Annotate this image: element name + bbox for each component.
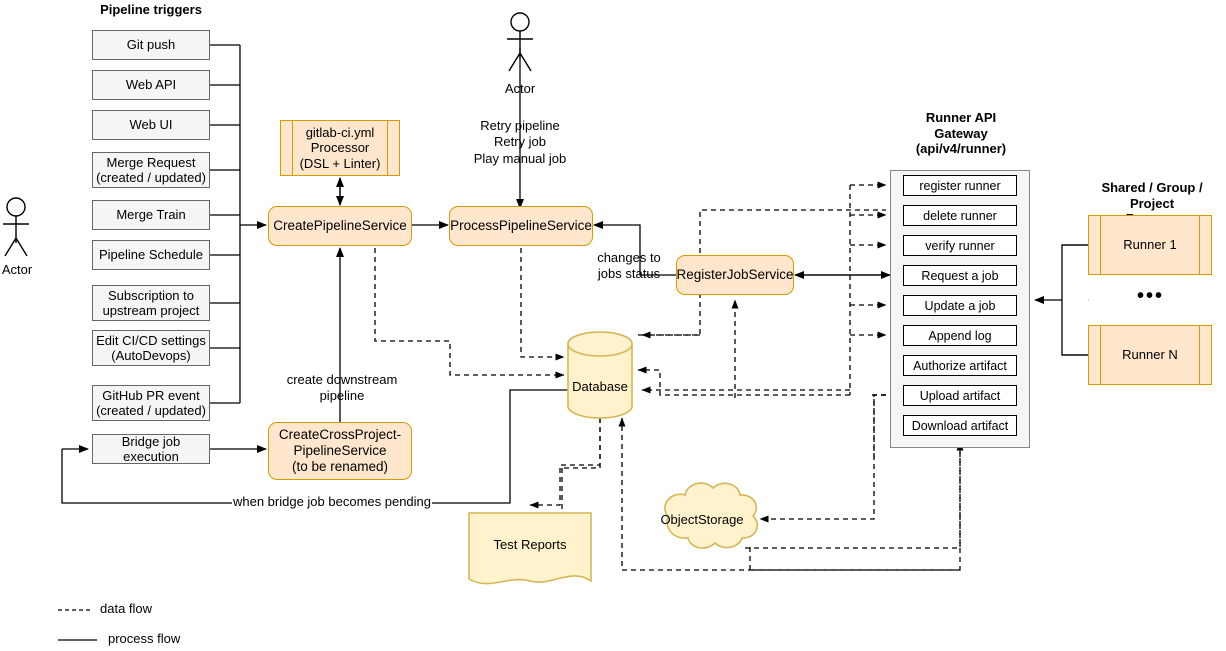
process-pipeline-service[interactable]: ProcessPipelineService: [449, 206, 593, 246]
component-left-bar: [292, 121, 293, 175]
component-left-bar: [1100, 216, 1101, 274]
endpoint-download-artifact[interactable]: Download artifact: [903, 415, 1017, 436]
create-pipeline-service[interactable]: CreatePipelineService: [268, 206, 412, 246]
database-label: Database: [572, 379, 628, 394]
endpoint-authorize-artifact[interactable]: Authorize artifact: [903, 355, 1017, 376]
runner-1-label: Runner 1: [1123, 237, 1177, 253]
trigger-git-push[interactable]: Git push: [92, 30, 210, 60]
actor-left-icon: [3, 197, 29, 257]
endpoint-request-a-job[interactable]: Request a job: [903, 265, 1017, 286]
trigger-merge-train[interactable]: Merge Train: [92, 200, 210, 230]
pipeline-triggers-heading: Pipeline triggers: [100, 2, 202, 17]
gitlab-ci-yml-processor[interactable]: gitlab-ci.yml Processor (DSL + Linter): [280, 120, 400, 176]
component-right-bar: [1199, 326, 1200, 384]
runner-1[interactable]: Runner 1: [1088, 215, 1212, 275]
runners-ellipsis: •••: [1137, 285, 1165, 307]
endpoint-delete-runner[interactable]: delete runner: [903, 205, 1017, 226]
legend-data-flow-label: data flow: [100, 601, 153, 616]
register-job-service[interactable]: RegisterJobService: [676, 255, 794, 295]
endpoint-update-a-job[interactable]: Update a job: [903, 295, 1017, 316]
actor-top-label: Actor: [504, 81, 536, 96]
when-bridge-pending-label: when bridge job becomes pending: [232, 494, 432, 511]
trigger-bridge-job-execution[interactable]: Bridge job execution: [92, 434, 210, 464]
trigger-pipeline-schedule[interactable]: Pipeline Schedule: [92, 240, 210, 270]
gitlab-ci-yml-processor-label: gitlab-ci.yml Processor (DSL + Linter): [299, 125, 381, 171]
trigger-edit-cicd-settings[interactable]: Edit CI/CD settings (AutoDevops): [92, 330, 210, 366]
trigger-web-ui[interactable]: Web UI: [92, 110, 210, 140]
runner-api-gateway-title: Runner API Gateway (api/v4/runner): [915, 110, 1007, 157]
database-shape: [567, 331, 633, 419]
trigger-github-pr-event[interactable]: GitHub PR event (created / updated): [92, 385, 210, 421]
runner-n-label: Runner N: [1122, 347, 1178, 363]
component-right-bar: [1199, 216, 1200, 274]
endpoint-upload-artifact[interactable]: Upload artifact: [903, 385, 1017, 406]
endpoint-verify-runner[interactable]: verify runner: [903, 235, 1017, 256]
changes-to-jobs-status-label: changes to jobs status: [597, 250, 661, 282]
component-right-bar: [387, 121, 388, 175]
trigger-merge-request[interactable]: Merge Request (created / updated): [92, 152, 210, 188]
legend-process-flow-label: process flow: [108, 631, 181, 646]
endpoint-register-runner[interactable]: register runner: [903, 175, 1017, 196]
actor-left-label: Actor: [1, 262, 33, 277]
actor-top-icon: [507, 12, 533, 72]
runner-n[interactable]: Runner N: [1088, 325, 1212, 385]
object-storage-label: ObjectStorage: [660, 512, 744, 527]
test-reports-label: Test Reports: [493, 537, 567, 552]
trigger-web-api[interactable]: Web API: [92, 70, 210, 100]
create-cross-project-pipeline-service[interactable]: CreateCrossProject- PipelineService (to …: [268, 422, 412, 480]
create-downstream-pipeline-label: create downstream pipeline: [286, 372, 398, 404]
component-left-bar: [1100, 326, 1101, 384]
retry-label: Retry pipeline Retry job Play manual job: [473, 118, 567, 166]
trigger-subscription-upstream[interactable]: Subscription to upstream project: [92, 285, 210, 321]
endpoint-append-log[interactable]: Append log: [903, 325, 1017, 346]
